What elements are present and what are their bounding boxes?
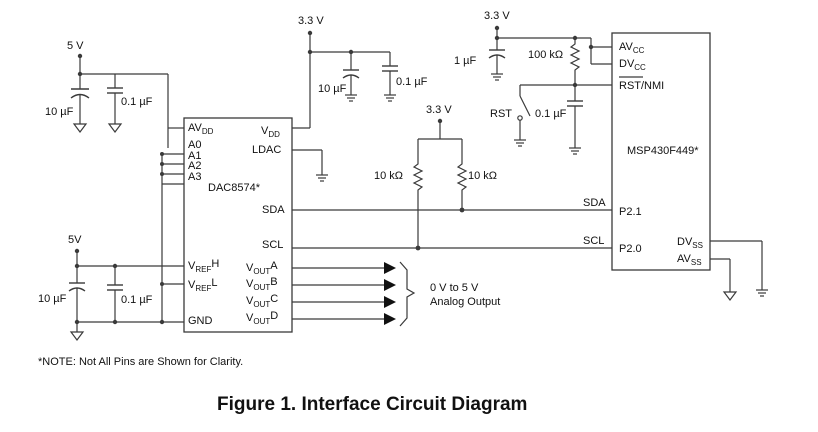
- dac-pin-voutb: VOUTB: [246, 276, 278, 292]
- mcu-pin-p20: P2.0: [619, 243, 642, 255]
- capacitor-10uf-top-label: 10 µF: [45, 106, 74, 118]
- resistor-10k-left-label: 10 kΩ: [374, 170, 403, 182]
- dac-pin-ldac: LDAC: [252, 144, 281, 156]
- dac-name: DAC8574*: [208, 182, 261, 194]
- reset-switch: [514, 85, 531, 147]
- output-arrow-d: [384, 313, 396, 325]
- dac-pin-a2: A2: [188, 160, 201, 172]
- output-type-label: Analog Output: [430, 296, 500, 308]
- ground-triangle: [72, 123, 88, 133]
- resistor-10k-right-label: 10 kΩ: [468, 170, 497, 182]
- capacitor-10uf-3v3: [342, 52, 360, 102]
- resistor-100k-label: 100 kΩ: [528, 49, 563, 61]
- supply-3v3-pullup-label: 3.3 V: [426, 104, 452, 116]
- capacitor-10uf-3v3-label: 10 µF: [318, 83, 347, 95]
- pullup-resistor-block: 3.3 V 10 kΩ 10 kΩ: [374, 104, 497, 248]
- output-arrow-c: [384, 296, 396, 308]
- ground-triangle: [722, 291, 738, 301]
- supply-3v3-mcu-label: 3.3 V: [484, 10, 510, 22]
- mcu-pin-avcc: AVCC: [619, 41, 645, 55]
- output-brace: [399, 261, 416, 327]
- dac-pin-gnd: GND: [188, 315, 213, 327]
- dac-pin-a0: A0: [188, 139, 201, 151]
- dac8574-chip: DAC8574* AVDD A0 A1 A2 A3 VREFH VREFL GN…: [183, 117, 293, 333]
- output-range-label: 0 V to 5 V: [430, 282, 479, 294]
- dac-pin-voutd: VOUTD: [246, 310, 278, 326]
- capacitor-0-1uf-top-label: 0.1 µF: [121, 96, 153, 108]
- mcu-pin-dvcc: DVCC: [619, 58, 646, 72]
- capacitor-0-1uf-bottom: [107, 266, 123, 322]
- dac-pin-a3: A3: [188, 171, 201, 183]
- supply-3v3-dac-block: 3.3 V 10 µF 0.1 µF: [292, 15, 428, 129]
- capacitor-1uf-mcu-label: 1 µF: [454, 55, 477, 67]
- resistor-10k-right: [456, 139, 468, 210]
- supply-terminal: [77, 53, 83, 59]
- msp430-chip: MSP430F449* AVCC DVCC RST/NMI P2.1 P2.0 …: [611, 32, 711, 271]
- dac-pin-vrefl: VREFL: [188, 277, 217, 293]
- capacitor-0-1uf-top: [107, 87, 123, 124]
- output-arrow-b: [384, 279, 396, 291]
- mcu-pin-avss: AVSS: [677, 253, 702, 267]
- supply-5v-top-label: 5 V: [67, 40, 84, 52]
- sda-bus-label: SDA: [583, 197, 606, 209]
- reset-switch-label: RST: [490, 108, 512, 120]
- ground-triangle: [107, 123, 123, 133]
- supply-3v3-dac-label: 3.3 V: [298, 15, 324, 27]
- mcu-pin-rst: RST/NMI: [619, 80, 664, 92]
- capacitor-0-1uf-rst-label: 0.1 µF: [535, 108, 567, 120]
- figure-caption: Figure 1. Interface Circuit Diagram: [217, 394, 527, 415]
- dac-pin-avdd: AVDD: [188, 122, 214, 136]
- mcu-pin-dvss: DVSS: [677, 236, 703, 250]
- dac-pin-vouta: VOUTA: [246, 260, 278, 276]
- dac-pin-vdd: VDD: [261, 125, 280, 139]
- footnote: *NOTE: Not All Pins are Shown for Clarit…: [38, 356, 243, 368]
- dac-pin-sda: SDA: [262, 204, 285, 216]
- dac-pin-vrefh: VREFH: [188, 258, 219, 274]
- dac-pin-voutc: VOUTC: [246, 293, 278, 309]
- scl-bus-label: SCL: [583, 235, 604, 247]
- supply-5v-top-block: 5 V 10 µF 0.1 µF: [45, 40, 169, 148]
- resistor-10k-left: [412, 139, 424, 248]
- supply-5v-bottom-label: 5V: [68, 234, 82, 246]
- capacitor-10uf-top: [70, 74, 90, 124]
- capacitor-0-1uf-bottom-label: 0.1 µF: [121, 294, 153, 306]
- capacitor-0-1uf-3v3-label: 0.1 µF: [396, 76, 428, 88]
- supply-5v-bottom-block: 5V 10 µF 0.1 µF: [38, 234, 184, 341]
- analog-outputs: 0 V to 5 V Analog Output: [292, 261, 500, 327]
- dac-pin-scl: SCL: [262, 239, 283, 251]
- capacitor-0-1uf-rst: [567, 85, 583, 155]
- capacitor-1uf-mcu: [488, 38, 506, 81]
- ground-triangle: [69, 331, 85, 341]
- supply-3v3-mcu-block: 3.3 V 1 µF 100 kΩ: [454, 10, 612, 155]
- capacitor-10uf-bottom: [68, 266, 86, 332]
- resistor-100k: [569, 38, 581, 85]
- mcu-pin-p21: P2.1: [619, 206, 642, 218]
- capacitor-10uf-bottom-label: 10 µF: [38, 293, 67, 305]
- capacitor-0-1uf-3v3: [382, 52, 398, 102]
- output-arrow-a: [384, 262, 396, 274]
- mcu-name: MSP430F449*: [627, 145, 699, 157]
- dac-pin-a1: A1: [188, 150, 201, 162]
